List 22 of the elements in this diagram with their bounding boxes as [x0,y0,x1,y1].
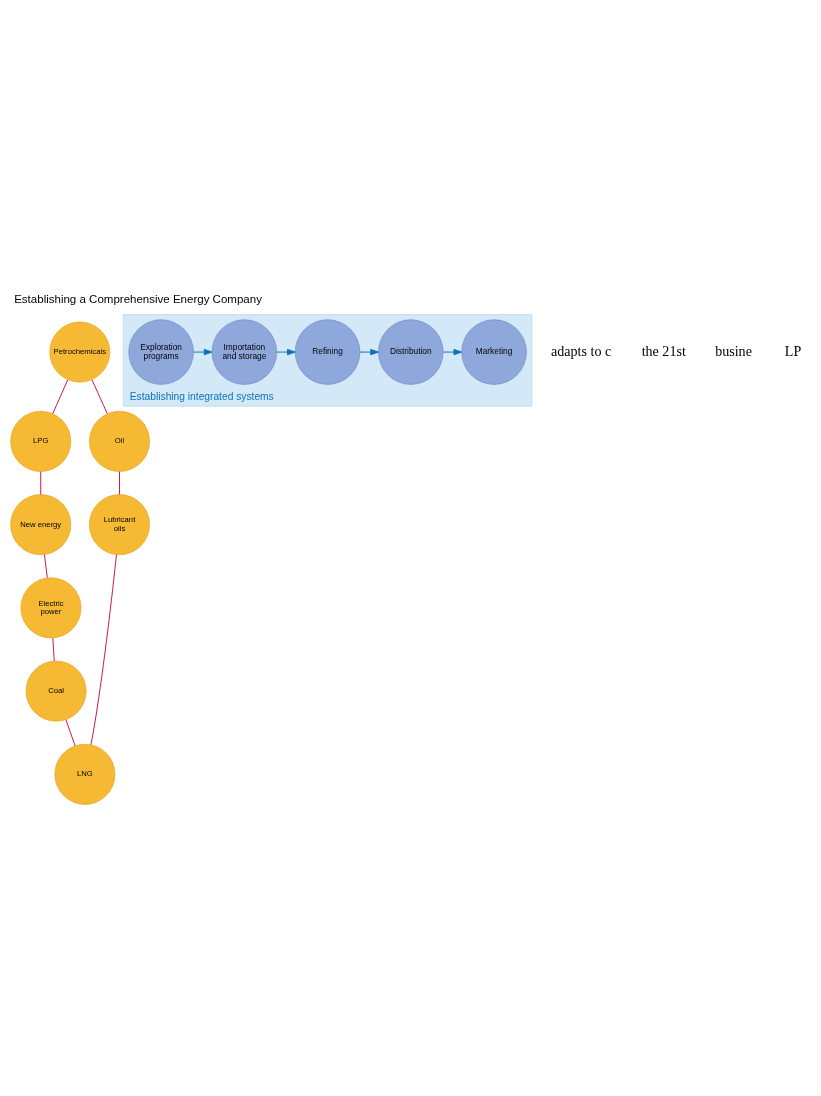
label: busine [715,342,752,359]
diagram-title: Establishing a Comprehensive Energy Company [14,293,262,306]
node-circle: Importation and storage [211,319,277,385]
label: the 21st [641,342,686,359]
connector [52,379,69,415]
label: LP [784,342,802,359]
node-circle: Exploration programs [128,319,194,385]
connector [90,554,117,746]
node-circle: Refining [294,319,361,385]
arrow [193,348,213,356]
connector [119,471,120,495]
connector [65,719,76,747]
label: adapts to c [551,342,612,359]
node-circle: Distribution [378,319,444,385]
arrow [359,348,379,356]
node-circle: Marketing [461,319,527,385]
connector [91,379,108,415]
connector [43,554,48,579]
connector [52,637,55,662]
arrow [276,348,296,356]
connector [40,471,42,495]
arrow [442,348,463,356]
